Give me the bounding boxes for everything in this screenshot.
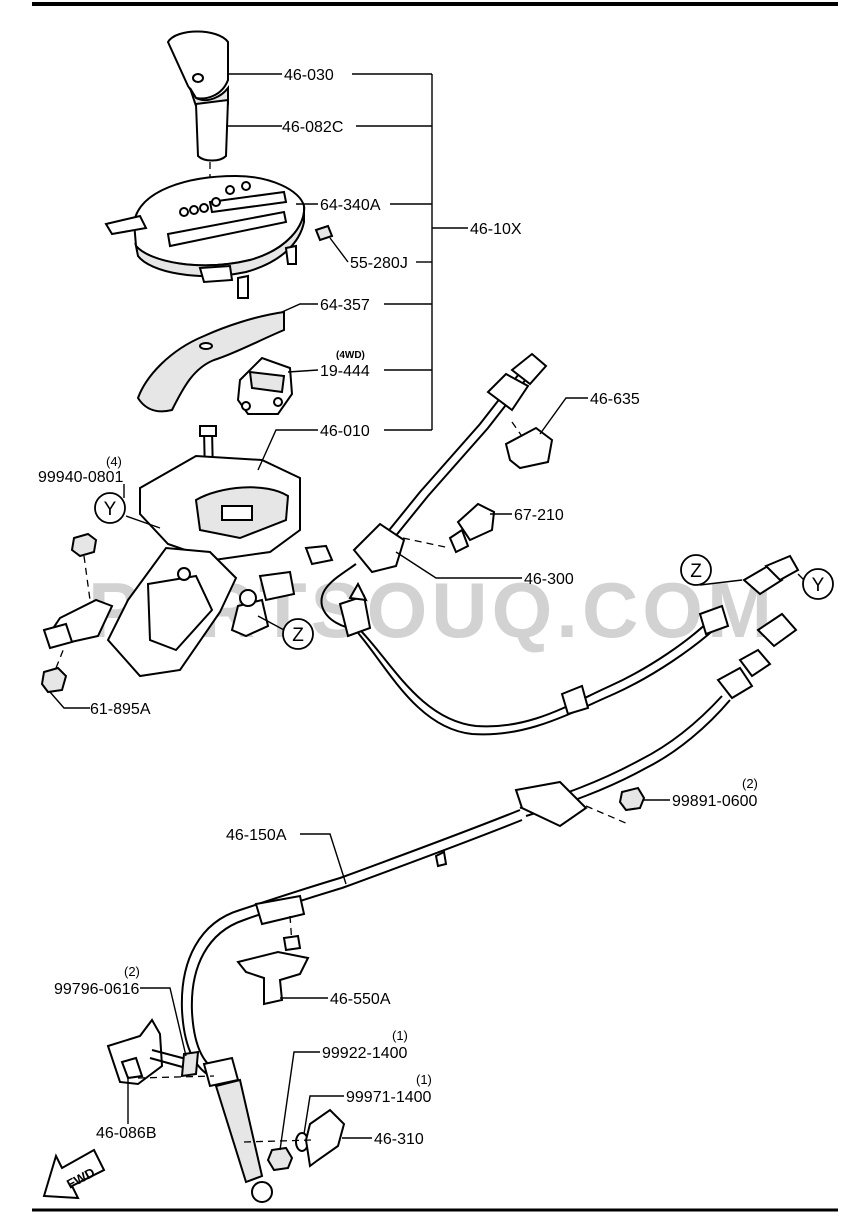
part-label-46-635[interactable]: 46-635 xyxy=(590,391,640,408)
shift-knob-drawing xyxy=(166,30,230,162)
part-label-99940-0801[interactable]: 99940-0801 xyxy=(38,469,124,486)
nut-99922-drawing xyxy=(266,1146,294,1172)
bracket-46-550A-drawing xyxy=(236,950,310,1006)
part-label-46-086B[interactable]: 46-086B xyxy=(96,1125,157,1142)
part-label-46-030[interactable]: 46-030 xyxy=(284,67,334,84)
bracket-46-635-drawing xyxy=(504,426,554,470)
bulb-drawing xyxy=(314,224,334,242)
leader-lines xyxy=(49,73,805,1151)
part-label-64-357[interactable]: 64-357 xyxy=(320,297,370,314)
bolt-61-895A-drawing xyxy=(40,666,68,694)
ref-mark-y-right: Y xyxy=(812,575,825,596)
cover-drawing xyxy=(136,310,285,413)
part-label-46-310[interactable]: 46-310 xyxy=(374,1131,424,1148)
part-label-99891-0600[interactable]: 99891-0600 xyxy=(672,793,758,810)
part-qty-99796-0616: (2) xyxy=(124,964,140,979)
bolt-bracket-drawing xyxy=(106,1018,200,1086)
part-qty-99891-0600: (2) xyxy=(742,776,758,791)
part-qty-99940-0801: (4) xyxy=(106,454,122,469)
pin-drawing xyxy=(282,934,302,952)
part-note-19-444: (4WD) xyxy=(336,350,365,361)
part-label-46-300[interactable]: 46-300 xyxy=(524,571,574,588)
part-label-46-10X[interactable]: 46-10X xyxy=(470,221,522,238)
part-label-46-010[interactable]: 46-010 xyxy=(320,423,370,440)
part-label-19-444[interactable]: 19-444 xyxy=(320,363,370,380)
ref-mark-z-right: Z xyxy=(690,561,702,582)
part-qty-99922-1400: (1) xyxy=(392,1028,408,1043)
nut-99940-drawing xyxy=(70,532,98,558)
part-label-67-210[interactable]: 67-210 xyxy=(514,507,564,524)
cable-46-300-drawing xyxy=(320,352,800,736)
switch-67-210-drawing xyxy=(448,502,496,554)
nut-99891-drawing xyxy=(618,786,646,812)
part-label-64-340A[interactable]: 64-340A xyxy=(320,197,381,214)
part-label-61-895A[interactable]: 61-895A xyxy=(90,701,151,718)
indicator-panel-drawing xyxy=(104,174,306,299)
part-labels[interactable]: 46-030 46-082C 64-340A 55-280J 64-357 (4… xyxy=(38,67,758,1148)
part-label-46-082C[interactable]: 46-082C xyxy=(282,119,343,136)
ref-mark-z-left: Z xyxy=(292,625,304,646)
cable-46-150A-drawing xyxy=(180,612,798,1203)
part-label-99922-1400[interactable]: 99922-1400 xyxy=(322,1045,408,1062)
part-label-99971-1400[interactable]: 99971-1400 xyxy=(346,1089,432,1106)
part-label-55-280J[interactable]: 55-280J xyxy=(350,255,408,272)
part-qty-99971-1400: (1) xyxy=(416,1072,432,1087)
part-label-46-550A[interactable]: 46-550A xyxy=(330,991,391,1008)
fwd-arrow: FWD xyxy=(42,1148,106,1200)
part-label-46-150A[interactable]: 46-150A xyxy=(226,827,287,844)
ref-mark-y-left: Y xyxy=(104,499,117,520)
bracket-46-310-drawing xyxy=(304,1108,346,1168)
switch-drawing xyxy=(236,356,294,415)
part-label-99796-0616[interactable]: 99796-0616 xyxy=(54,981,140,998)
